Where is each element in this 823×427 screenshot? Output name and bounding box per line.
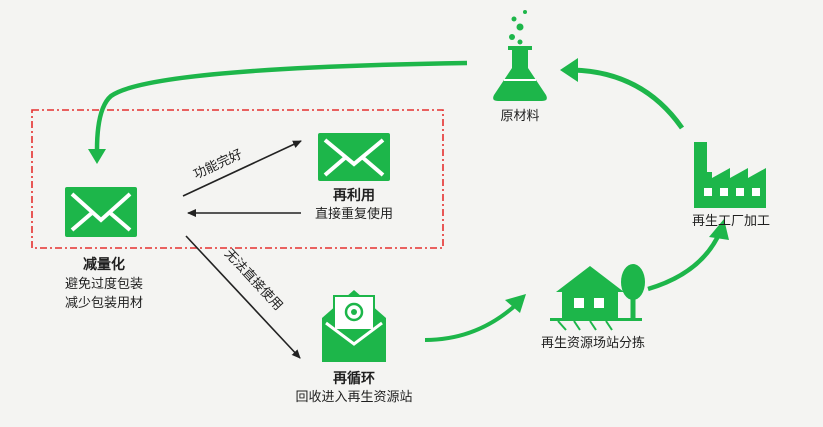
arrow-reduce-to-reuse xyxy=(182,140,302,197)
reuse-envelope-icon xyxy=(318,133,390,181)
sorting-label: 再生资源场站分拣 xyxy=(540,336,646,351)
reduce-line-2: 减少包装用材 xyxy=(64,296,144,311)
green-arrow-sorting-to-factory xyxy=(647,219,729,292)
material-label: 原材料 xyxy=(500,109,540,124)
edge-label-good-condition: 功能完好 xyxy=(191,147,244,183)
green-arrow-factory-to-material xyxy=(560,58,685,130)
reduce-reuse-dashed-box xyxy=(31,109,444,249)
arrow-reduce-to-recycle xyxy=(185,235,301,359)
reuse-line-1: 直接重复使用 xyxy=(314,207,394,222)
recycle-mail-icon xyxy=(322,290,386,362)
factory-icon xyxy=(694,142,766,208)
reuse-title: 再利用 xyxy=(333,188,375,204)
green-arrow-material-to-reduce xyxy=(88,60,468,164)
recycling-station-icon xyxy=(550,264,645,331)
reduce-line-1: 避免过度包装 xyxy=(64,277,144,292)
recycle-line-1: 回收进入再生资源站 xyxy=(295,390,413,405)
reduce-envelope-icon xyxy=(65,187,137,237)
flask-icon xyxy=(493,10,547,101)
recycle-title: 再循环 xyxy=(333,371,375,387)
green-arrow-recycle-to-sorting xyxy=(424,294,526,342)
reduce-title: 减量化 xyxy=(83,257,125,273)
factory-label: 再生工厂加工 xyxy=(691,214,771,229)
edge-label-not-direct-use: 无法直接使用 xyxy=(221,246,286,314)
